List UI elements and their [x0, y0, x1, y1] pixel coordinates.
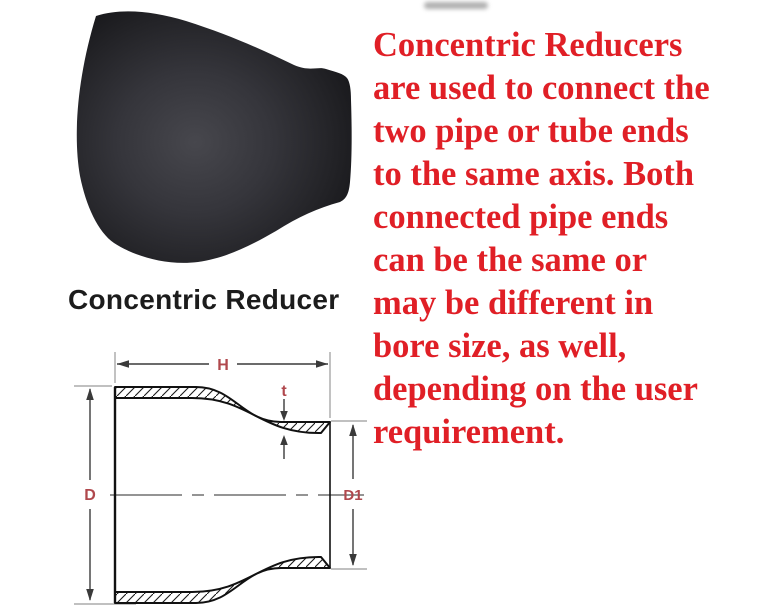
bottom-wall — [114, 555, 331, 604]
dimension-H — [117, 360, 328, 368]
description-line: two pipe or tube ends — [373, 112, 689, 150]
description-text: Concentric Reducers are used to connect … — [373, 24, 765, 454]
description-line: Concentric Reducers — [373, 26, 683, 64]
scan-smudge — [424, 2, 488, 9]
description-line: requirement. — [373, 413, 565, 451]
dimension-D — [86, 388, 94, 601]
label-H: H — [217, 357, 229, 374]
label-t: t — [281, 383, 287, 400]
description-line: may be different in — [373, 284, 654, 322]
pipe-walls — [114, 386, 331, 604]
description-line: depending on the user — [373, 370, 698, 408]
dimension-D1 — [349, 424, 357, 566]
description-line: are used to connect the — [373, 69, 710, 107]
photo-caption: Concentric Reducer — [68, 284, 340, 315]
top-wall — [114, 386, 331, 435]
description-line: bore size, as well, — [373, 327, 627, 365]
description-line: to the same axis. Both — [373, 155, 695, 193]
dimension-t — [280, 399, 288, 459]
label-D: D — [84, 487, 96, 504]
description-line: can be the same or — [373, 241, 648, 279]
reducer-cross-section-diagram: H D D1 t — [74, 352, 367, 605]
reducer-body-silhouette — [76, 11, 352, 263]
concentric-reducer-photo — [76, 11, 352, 263]
label-D1: D1 — [343, 487, 362, 504]
description-line: connected pipe ends — [373, 198, 669, 236]
